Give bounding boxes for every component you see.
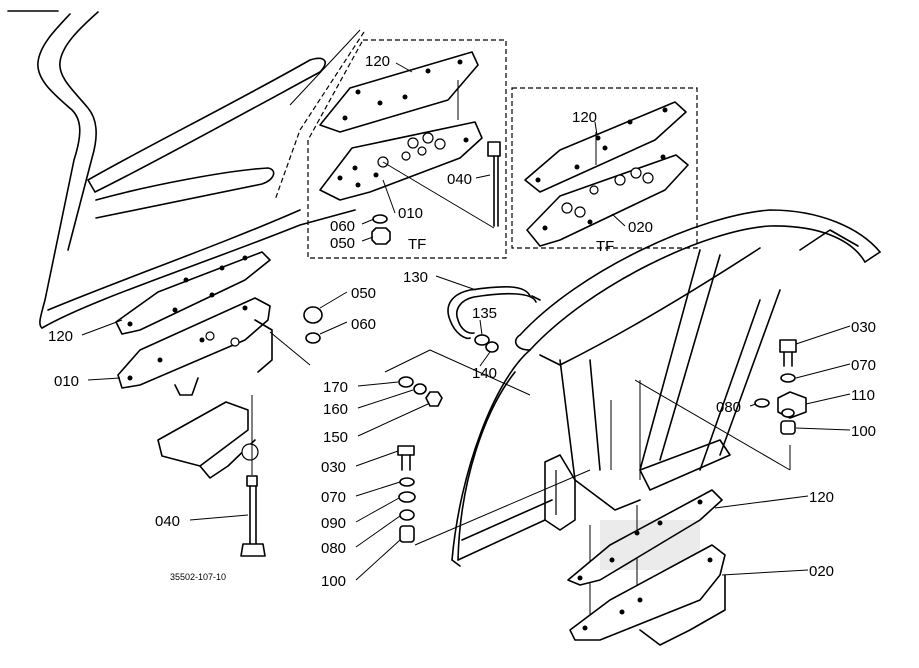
washer-070-right xyxy=(780,373,796,383)
label-070-mid: 070 xyxy=(321,489,346,506)
label-080-right: 080 xyxy=(716,399,741,416)
washer-060-mid xyxy=(305,332,321,344)
right-mount-assembly xyxy=(567,339,807,646)
tf-kit-box-left xyxy=(307,39,507,259)
bracket-010-left xyxy=(117,297,271,389)
label-135: 135 xyxy=(472,305,497,322)
bracket-020-bottom xyxy=(569,544,726,641)
bolt-040-left-top xyxy=(246,475,258,487)
label-110: 110 xyxy=(851,387,875,404)
nut-050-box xyxy=(371,227,391,245)
spacer-100-mid xyxy=(399,525,415,543)
label-150: 150 xyxy=(323,429,348,446)
washer-070-mid xyxy=(399,477,415,487)
label-040-box: 040 xyxy=(447,171,472,188)
label-080-mid: 080 xyxy=(321,540,346,557)
nut-050-mid xyxy=(303,306,323,324)
bolt-040-head xyxy=(487,141,501,157)
label-010-box: 010 xyxy=(398,205,423,222)
label-170: 170 xyxy=(323,379,348,396)
left-fender-panel xyxy=(37,11,365,329)
label-060-mid: 060 xyxy=(351,316,376,333)
label-120-bottom: 120 xyxy=(809,489,834,506)
label-tf-left: TF xyxy=(408,236,426,253)
label-070-right: 070 xyxy=(851,357,876,374)
label-140: 140 xyxy=(472,365,497,382)
tf-kit-box-right xyxy=(511,87,698,249)
label-020-bottom: 020 xyxy=(809,563,834,580)
washer-060-box xyxy=(372,214,388,224)
plate-120-bottom xyxy=(567,489,723,586)
drawing-number: 35502-107-10 xyxy=(170,572,226,582)
label-090: 090 xyxy=(321,515,346,532)
washer-080-mid xyxy=(399,509,415,521)
plate-120-left xyxy=(115,251,271,335)
label-050-mid: 050 xyxy=(351,285,376,302)
label-160: 160 xyxy=(323,401,348,418)
bolt-030-right-head xyxy=(779,339,797,353)
plate-120-top-left xyxy=(319,51,479,133)
washer-090 xyxy=(398,491,416,503)
leader-lines xyxy=(81,62,851,581)
nut-140 xyxy=(485,341,499,353)
label-120-left: 120 xyxy=(48,328,73,345)
label-100-mid: 100 xyxy=(321,573,346,590)
label-010-left: 010 xyxy=(54,373,79,390)
bracket-010-box xyxy=(319,121,483,201)
label-050-box: 050 xyxy=(330,235,355,252)
spacer-100-right xyxy=(780,420,796,435)
nut-150 xyxy=(425,391,443,407)
label-040-left: 040 xyxy=(155,513,180,530)
label-060-box: 060 xyxy=(330,218,355,235)
label-120-right-box: 120 xyxy=(572,109,597,126)
washer-170 xyxy=(398,376,414,388)
bolt-030-mid-head xyxy=(397,445,415,456)
label-020-box: 020 xyxy=(628,219,653,236)
part-labels: 120 010 040 060 050 TF 120 020 TF 130 13… xyxy=(48,53,876,590)
washer-080-right xyxy=(754,398,770,408)
lower-bracket-left xyxy=(157,401,249,467)
center-hardware xyxy=(384,286,591,546)
washer-160 xyxy=(413,383,427,395)
label-100-right: 100 xyxy=(851,423,876,440)
left-mount-assembly xyxy=(115,251,323,557)
label-030-right: 030 xyxy=(851,319,876,336)
label-030-mid: 030 xyxy=(321,459,346,476)
label-120-top: 120 xyxy=(365,53,390,70)
label-tf-right: TF xyxy=(596,238,614,255)
label-130: 130 xyxy=(403,269,428,286)
u-bolt-130 xyxy=(447,286,531,340)
bolt-040-left-head xyxy=(240,543,266,557)
